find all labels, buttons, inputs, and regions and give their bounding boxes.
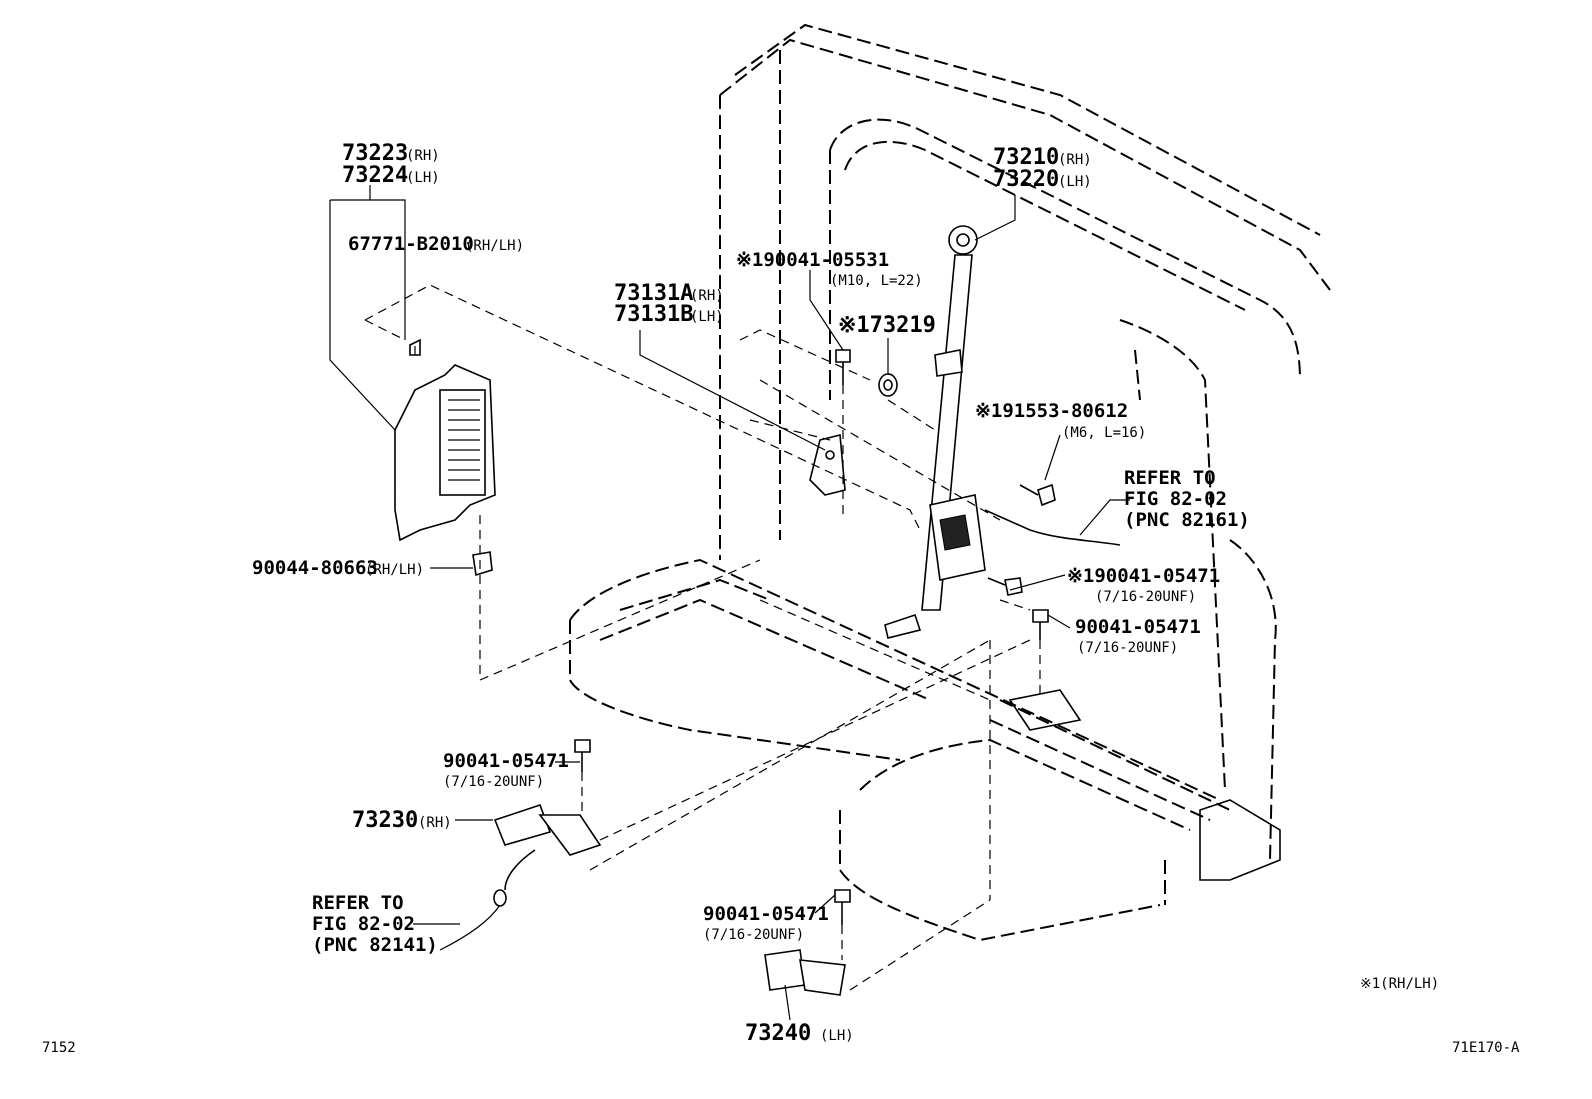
vehicle-body-outline [569,23,1331,942]
label-73223: 73223 [342,141,408,166]
assembly-guide-lines [364,284,1041,991]
label-73224-side: (LH) [406,170,440,186]
label-refer1-line2: FIG 82-02 [1124,488,1227,510]
label-190041-05471: ※190041-05471 [1067,565,1220,587]
label-191553: ※191553-80612 [975,400,1128,422]
label-73131a: 73131A [614,281,693,306]
floor-panel [1008,689,1281,881]
page-number: 7152 [42,1040,76,1056]
label-67771-side: (RH/LH) [465,238,524,254]
label-73220: 73220 [993,167,1059,192]
label-191553-spec: (M6, L=16) [1062,425,1146,441]
label-90041-05531: ※190041-05531 [736,249,889,271]
label-73230-side: (RH) [418,815,452,831]
label-90041-a: 90041-05471 [1075,616,1201,638]
harness-wire-82161 [984,509,1121,546]
label-refer2-line1: REFER TO [312,892,404,914]
label-90044: 90044-80663 [252,557,378,579]
label-refer2-line3: (PNC 82141) [312,934,438,956]
fasteners [574,349,1056,925]
footnote: ※1(RH/LH) [1360,976,1439,992]
label-refer1-line3: (PNC 82161) [1124,509,1250,531]
label-90041-a-spec: (7/16-20UNF) [1077,640,1178,656]
label-90041-c: 90041-05471 [703,903,829,925]
label-90041-b: 90041-05471 [443,750,569,772]
label-73230: 73230 [352,808,418,833]
label-67771: 67771-B2010 [348,233,474,255]
label-73210: 73210 [993,145,1059,170]
panel-vent-slats [448,399,480,481]
label-73240-side: (LH) [820,1028,854,1044]
label-refer1-line1: REFER TO [1124,467,1216,489]
leader-lines [329,185,1130,1021]
part-labels: 73223 (RH) 73224 (LH) 67771-B2010 (RH/LH… [42,141,1520,1056]
label-73240: 73240 [745,1021,811,1046]
label-90044-side: (RH/LH) [365,562,424,578]
label-73220-side: (LH) [1058,174,1092,190]
label-refer2-line2: FIG 82-02 [312,913,415,935]
label-73131a-side: (RH) [690,288,724,304]
label-73223-side: (RH) [406,148,440,164]
buckle-lh [764,949,846,996]
label-90041-b-spec: (7/16-20UNF) [443,774,544,790]
label-73224: 73224 [342,163,408,188]
label-90041-c-spec: (7/16-20UNF) [703,927,804,943]
figure-code: 71E170-A [1452,1040,1520,1056]
quarter-trim-panel [394,338,496,577]
label-73131b: 73131B [614,302,693,327]
label-173219: ※173219 [838,313,936,338]
label-73131b-side: (LH) [690,309,724,325]
label-190041-05471-spec: (7/16-20UNF) [1095,589,1196,605]
buckle-rh [439,803,602,951]
anchor-bracket [809,433,846,496]
label-90041-05531-spec: (M10, L=22) [830,273,923,289]
seat-belt-assembly [884,225,986,639]
label-73210-side: (RH) [1058,152,1092,168]
